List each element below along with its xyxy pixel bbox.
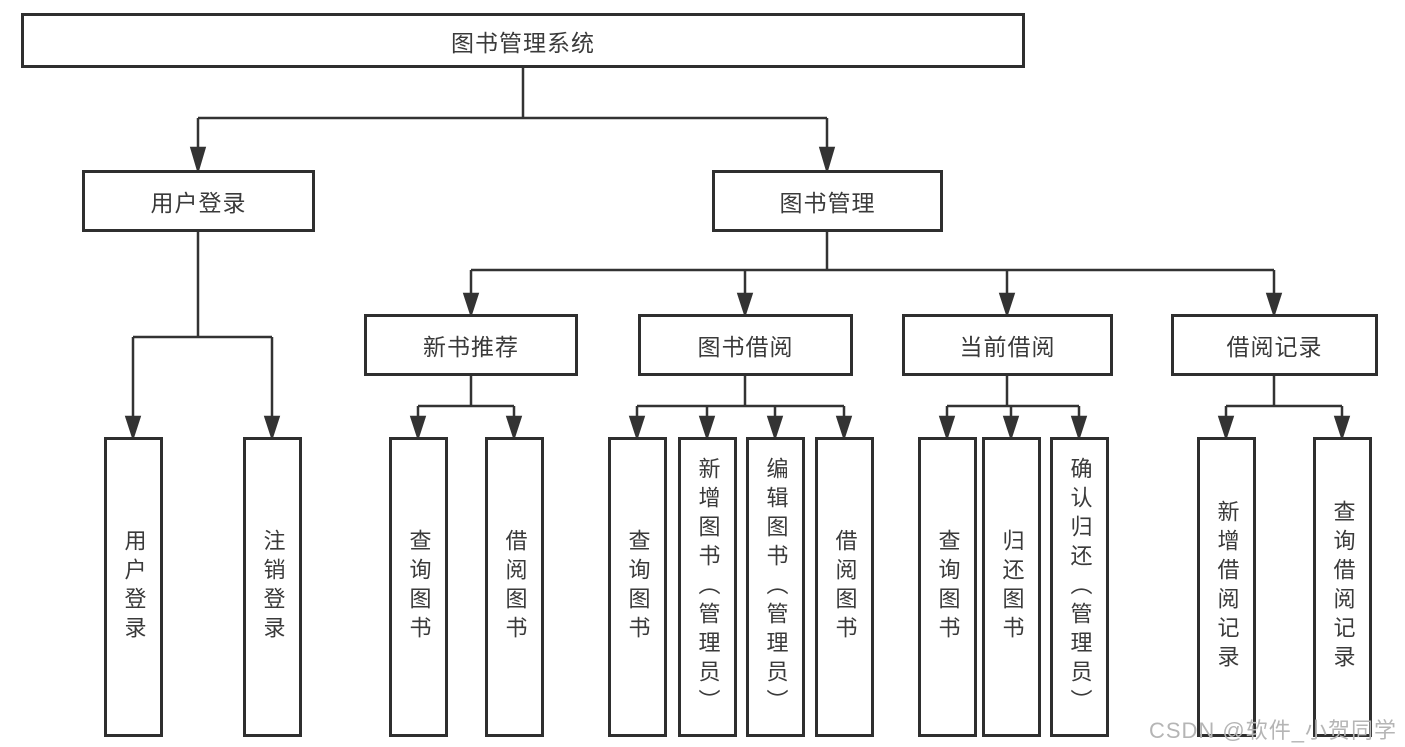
node-label: 新增借阅记录 [1214, 500, 1240, 674]
node-label: 图书借阅 [697, 334, 794, 360]
node-label: 注销登录 [260, 529, 286, 645]
node-label: 查询图书 [625, 529, 651, 645]
node-user-login-branch: 用户登录 [82, 170, 315, 232]
watermark: CSDN @软件_小贺同学 [1148, 718, 1397, 743]
node-label: 当前借阅 [959, 334, 1056, 360]
leaf-user-login: 用户登录 [104, 437, 163, 737]
leaf-query-books-current: 查询图书 [918, 437, 977, 737]
node-label: 确认归还（管理员） [1067, 456, 1093, 718]
node-label: 查询图书 [406, 529, 432, 645]
connector-user-branch [124, 232, 281, 442]
leaf-query-borrow-record: 查询借阅记录 [1313, 437, 1372, 737]
leaf-edit-book-admin: 编辑图书（管理员） [746, 437, 805, 737]
leaf-confirm-return-admin: 确认归还（管理员） [1050, 437, 1109, 737]
connector-current-borrow-group [938, 376, 1088, 442]
leaf-return-books: 归还图书 [982, 437, 1041, 737]
node-label: 用户登录 [150, 190, 247, 216]
node-label: 归还图书 [999, 529, 1025, 645]
node-label: 借阅图书 [832, 529, 858, 645]
leaf-borrow-books: 借阅图书 [815, 437, 874, 737]
node-new-book-recommend: 新书推荐 [364, 314, 578, 376]
leaf-add-borrow-record: 新增借阅记录 [1197, 437, 1256, 737]
leaf-add-book-admin: 新增图书（管理员） [678, 437, 737, 737]
node-label: 查询图书 [935, 529, 961, 645]
node-book-borrow: 图书借阅 [638, 314, 853, 376]
node-label: 新书推荐 [423, 334, 519, 360]
node-label: 用户登录 [121, 529, 147, 645]
node-label: 借阅记录 [1226, 334, 1323, 360]
connector-root [189, 68, 836, 175]
connector-borrow-records-group [1217, 376, 1351, 442]
node-root: 图书管理系统 [21, 13, 1025, 68]
node-label: 新增图书（管理员） [695, 456, 721, 718]
connector-book-borrow-group [628, 376, 853, 442]
node-label: 图书管理 [779, 190, 876, 216]
node-label: 编辑图书（管理员） [763, 456, 789, 718]
leaf-borrow-books-recommend: 借阅图书 [485, 437, 544, 737]
node-borrow-records: 借阅记录 [1171, 314, 1378, 376]
leaf-query-books-borrow: 查询图书 [608, 437, 667, 737]
leaf-logout: 注销登录 [243, 437, 302, 737]
node-label: 借阅图书 [502, 529, 528, 645]
node-book-management: 图书管理 [712, 170, 943, 232]
node-label: 查询借阅记录 [1330, 500, 1356, 674]
node-label: 图书管理系统 [451, 29, 595, 56]
connector-new-book-group [409, 376, 523, 442]
connector-book-branch [462, 232, 1283, 319]
leaf-query-books-recommend: 查询图书 [389, 437, 448, 737]
node-current-borrow: 当前借阅 [902, 314, 1113, 376]
